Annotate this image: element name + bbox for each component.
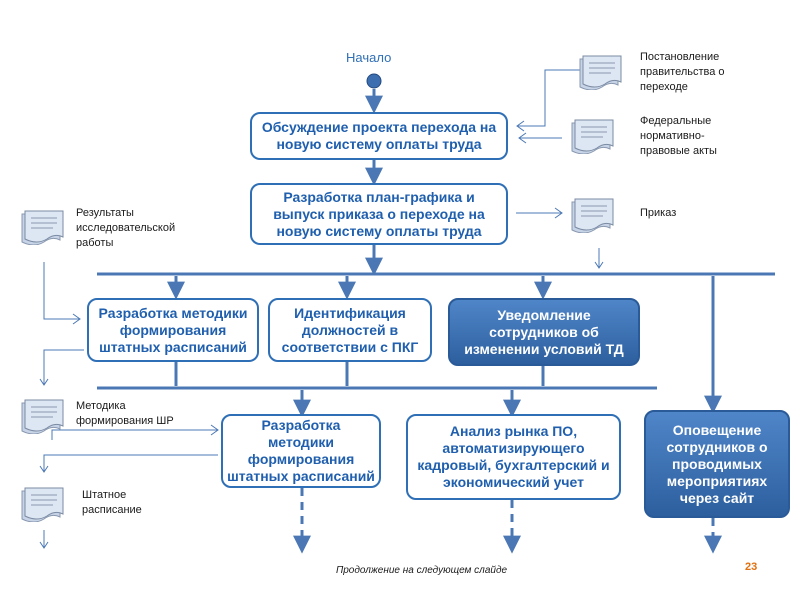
doc-label-order: Приказ: [640, 207, 677, 219]
start-node: [366, 73, 382, 89]
box-method-staffing-2: Разработка методики формирования штатных…: [221, 414, 381, 488]
box-schedule-order: Разработка план-графика и выпуск приказа…: [250, 183, 508, 245]
doc-label-gov-resolution: Постановление правительства о переходе: [640, 51, 725, 93]
doc-label-methodology: Методика формирования ШР: [76, 400, 174, 427]
box-method-staffing-1: Разработка методики формирования штатных…: [87, 298, 259, 362]
document-icon: [579, 55, 622, 90]
page-number: 23: [745, 561, 758, 573]
box-discuss-project: Обсуждение проекта перехода на новую сис…: [250, 112, 508, 160]
box-software-analysis: Анализ рынка ПО, автоматизирующего кадро…: [406, 414, 621, 500]
box-inform-site: Оповещение сотрудников о проводимых меро…: [644, 410, 790, 518]
doc-label-federal-acts: Федеральные нормативно-правовые акты: [640, 115, 717, 157]
document-icon: [21, 399, 64, 434]
doc-label-staffing: Штатное расписание: [82, 489, 142, 516]
box-notify-employees-td: Уведомление сотрудников об изменении усл…: [448, 298, 640, 366]
document-icon: [571, 198, 614, 233]
continuation-note: Продолжение на следующем слайде: [336, 565, 508, 576]
start-label: Начало: [346, 50, 392, 65]
doc-label-research: Результаты исследовательской работы: [76, 207, 176, 249]
box-identify-positions: Идентификация должностей в соответствии …: [268, 298, 432, 362]
document-icon: [21, 487, 64, 522]
document-icon: [571, 119, 614, 154]
document-icon: [21, 210, 64, 245]
